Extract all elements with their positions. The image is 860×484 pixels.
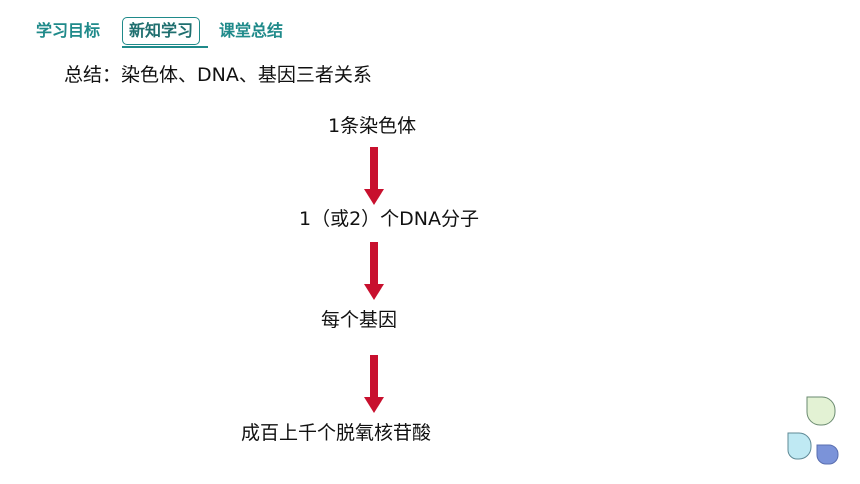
down-arrow-icon [364,147,384,205]
summary-title: 总结：染色体、DNA、基因三者关系 [64,64,372,86]
tab-learning-goals[interactable]: 学习目标 [36,21,101,40]
decorative-leaf-icon [787,396,839,465]
flow-node-chromosome: 1条染色体 [328,115,417,137]
down-arrow-icon [364,355,384,413]
tab-class-summary[interactable]: 课堂总结 [219,21,284,40]
down-arrow-icon [364,242,384,300]
top-navigation: 学习目标 新知学习 课堂总结 [0,0,860,56]
tab-new-knowledge[interactable]: 新知学习 [122,17,201,45]
flow-node-gene: 每个基因 [321,309,398,331]
flow-node-dna: 1（或2）个DNA分子 [299,208,480,230]
active-tab-underline [122,46,208,48]
flow-node-nucleotides: 成百上千个脱氧核苷酸 [241,422,432,444]
